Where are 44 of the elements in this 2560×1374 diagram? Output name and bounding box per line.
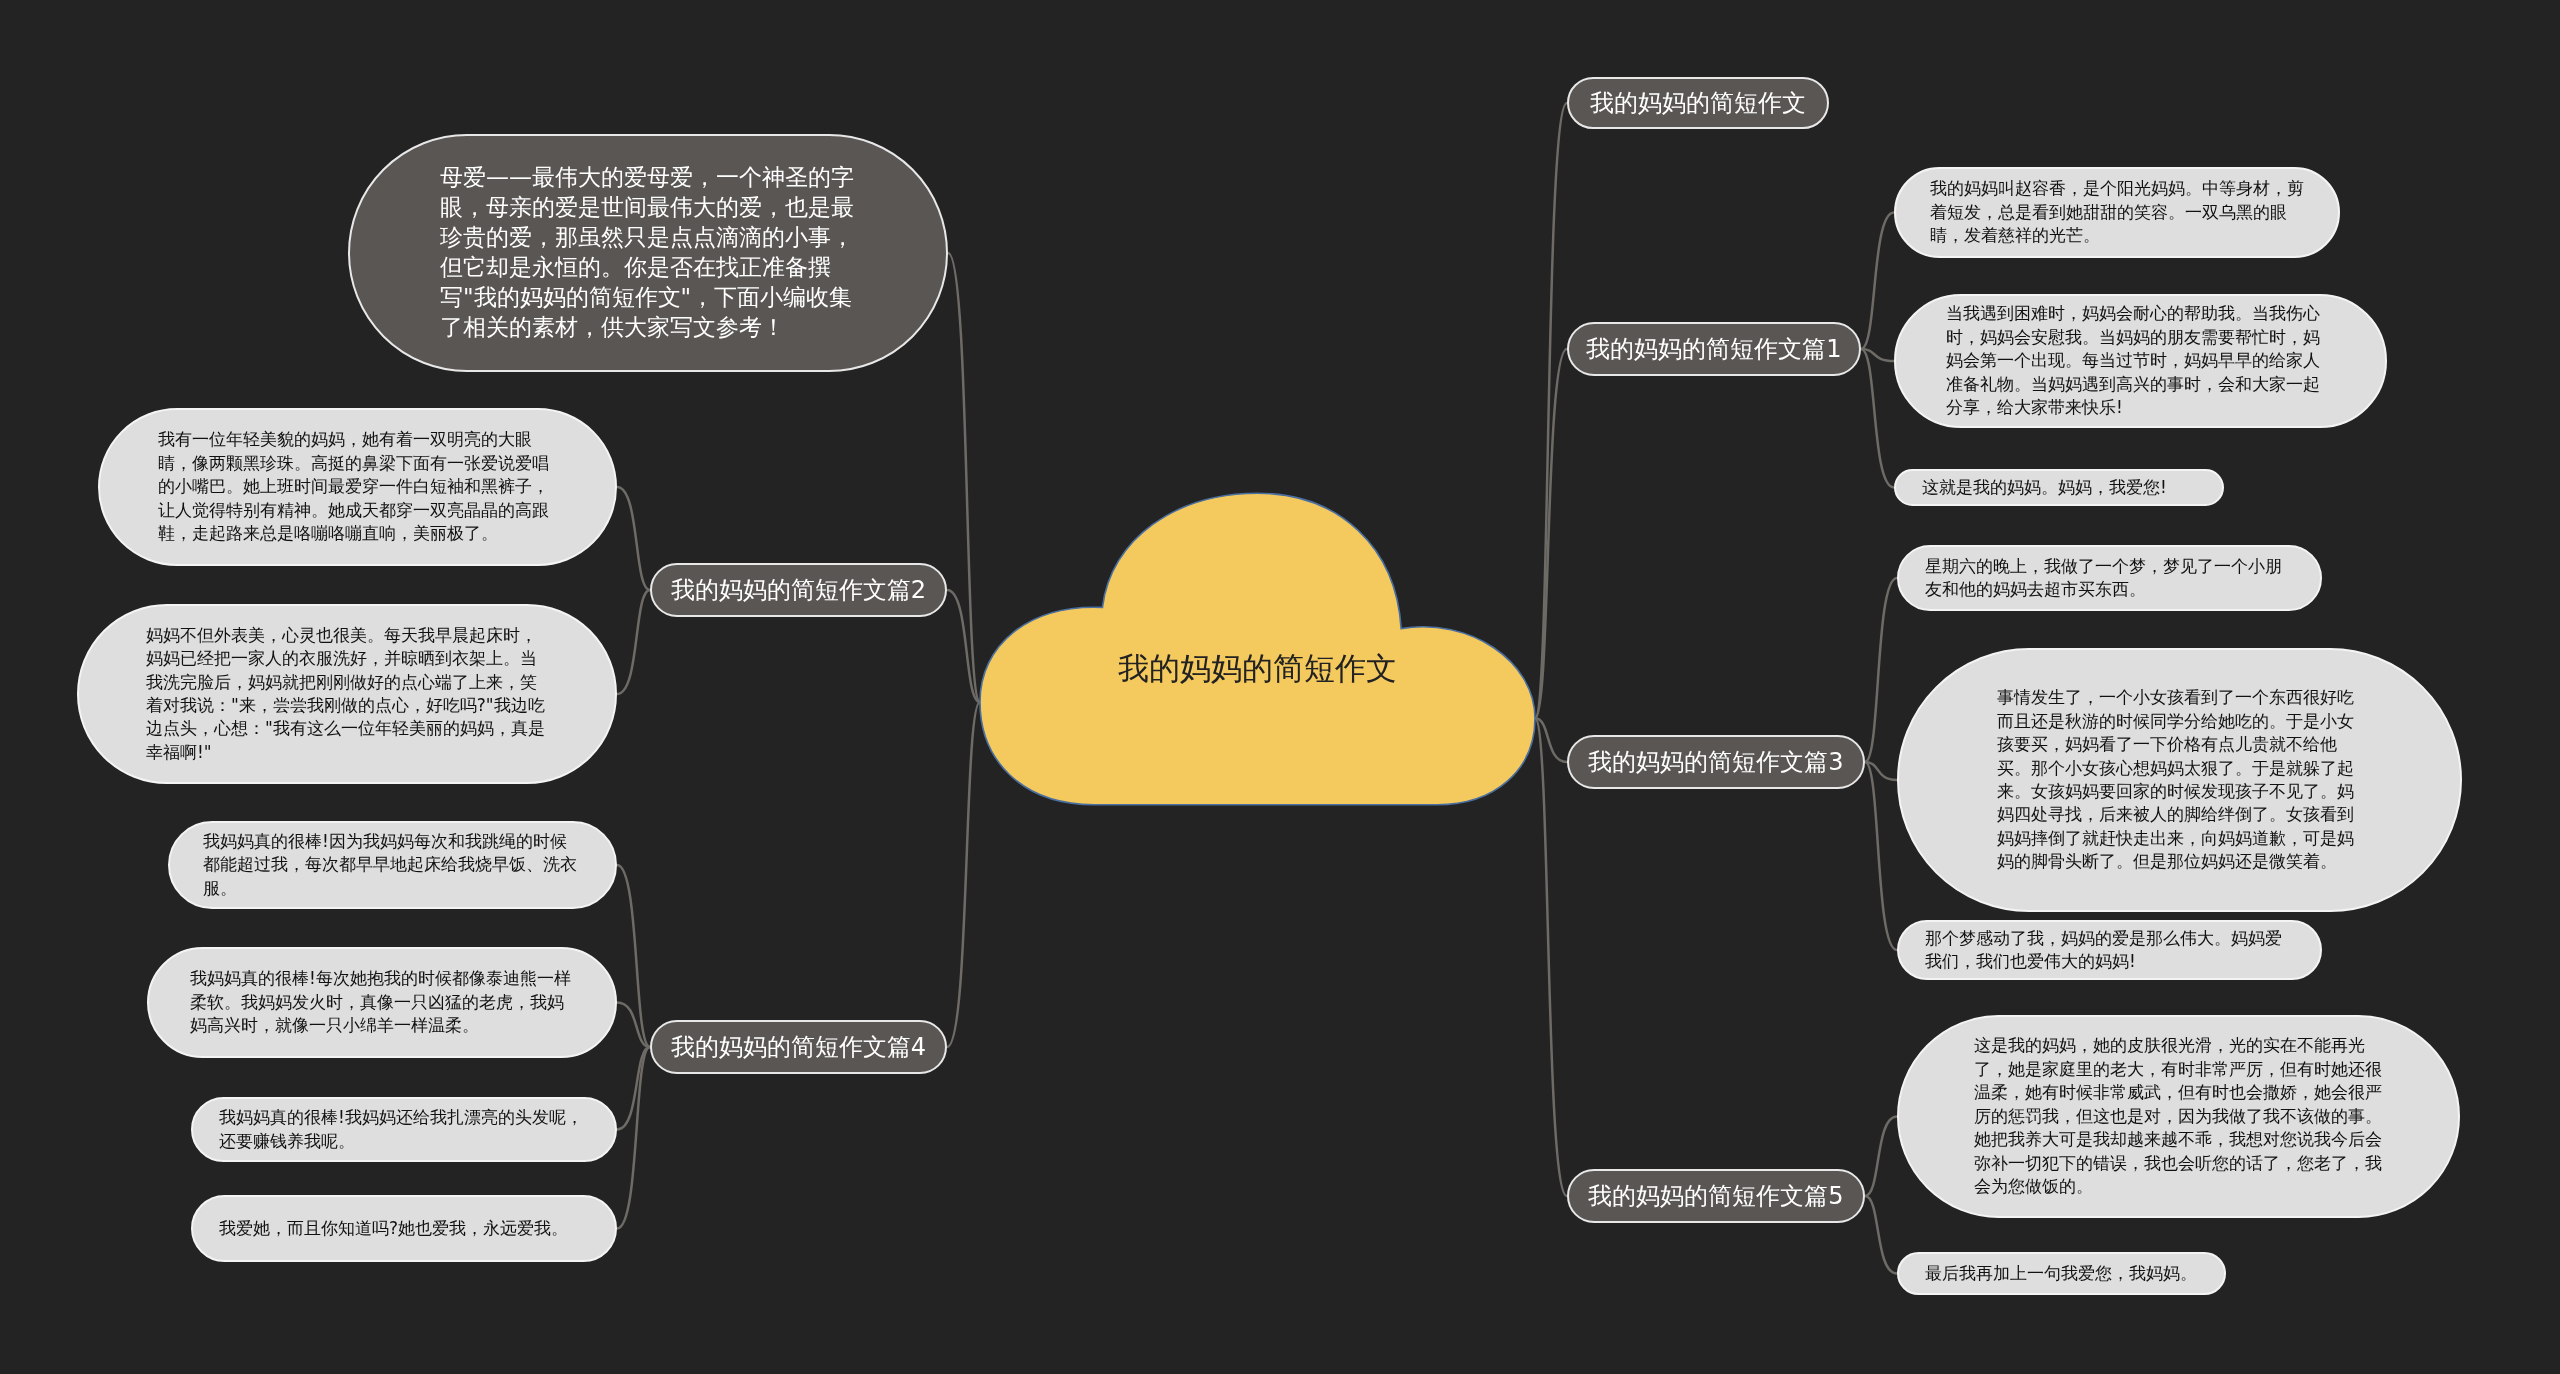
connector-line [616, 1046, 651, 1230]
note-text: 我妈妈真的很棒!每次她抱我的时候都像泰迪熊一样柔软。我妈妈发火时，真像一只凶猛的老虎，我妈妈高兴时，就像一只小绵羊一样温柔。 [190, 967, 572, 1038]
note-bubble [1894, 469, 2224, 506]
note-text: 最后我再加上一句我爱您，我妈妈。 [1925, 1261, 2197, 1285]
connector-line [1860, 211, 1895, 350]
branch-topic [1567, 1169, 1865, 1223]
note-text: 我妈妈真的很棒!因为我妈妈每次和我跳绳的时候都能超过我，每次都早早地起床给我烧早饭、洗衣服。 [203, 829, 578, 900]
connector-line [616, 485, 651, 592]
connector-line [1864, 760, 1898, 782]
note-text: 妈妈不但外表美，心灵也很美。每天我早晨起床时，妈妈已经把一家人的衣服洗好，并晾晒到衣架上。当我洗完脸后，妈妈就把刚刚做好的点心端了上来，笑着对我说："来，尝尝我刚做的点心，好吃吗?"我边吃边点头，心想："我有这么一位年轻美丽的妈妈，真是幸福啊!" [146, 623, 546, 764]
note-bubble [1897, 920, 2322, 980]
topic-label: 我的妈妈的简短作文 [1590, 88, 1806, 119]
connector-line [1860, 348, 1895, 489]
note-text: 这就是我的妈妈。妈妈，我爱您! [1922, 475, 2167, 499]
note-text: 那个梦感动了我，妈妈的爱是那么伟大。妈妈爱我们，我们也爱伟大的妈妈! [1925, 926, 2283, 973]
connector-line [1534, 717, 1568, 764]
topic-label: 我的妈妈的简短作文篇3 [1588, 747, 1844, 778]
branch-topic [650, 1020, 947, 1074]
note-text: 当我遇到困难时，妈妈会耐心的帮助我。当我伤心时，妈妈会安慰我。当妈妈的朋友需要帮忙时，妈妈会第一个出现。每当过节时，妈妈早早的给家人准备礼物。当妈妈遇到高兴的事时，会和大家一起分享，给大家带来快乐! [1946, 302, 2321, 420]
branch-topic [1567, 77, 1829, 129]
connector-line [1864, 1194, 1898, 1275]
central-topic-text: 我的妈妈的简短作文 [1118, 649, 1397, 688]
note-text: 这是我的妈妈，她的皮肤很光滑，光的实在不能再光了，她是家庭里的老大，有时非常严厉，但有时她还很温柔，她有时候非常威武，但有时也会撒娇，她会很严厉的惩罚我，但这也是对，因为我做了我不该做的事。她把我养大可是我却越来越不乖，我想对您说我今后会弥补一切犯下的错误，我也会听您的话了，您老了，我会为您做饭的。 [1974, 1034, 2383, 1199]
connector-line [946, 588, 981, 704]
note-text: 我妈妈真的很棒!我妈妈还给我扎漂亮的头发呢，还要赚钱养我呢。 [219, 1106, 584, 1153]
topic-label: 我的妈妈的简短作文篇4 [670, 1032, 927, 1063]
connector-line [616, 588, 651, 696]
intro-text: 母爱——最伟大的爱母爱，一个神圣的字眼，母亲的爱是世间最伟大的爱，也是最珍贵的爱，那虽然只是点点滴滴的小事，但它却是永恒的。你是否在找正准备撰写"我的妈妈的简短作文"，下面小编收集了相关的素材，供大家写文参考！ [440, 163, 855, 342]
topic-label: 我的妈妈的简短作文篇1 [1586, 334, 1842, 365]
note-text: 我爱她，而且你知道吗?她也爱我，永远爱我。 [219, 1216, 569, 1240]
note-bubble [1897, 1252, 2226, 1295]
connector-line [1864, 761, 1898, 951]
note-text: 我的妈妈叫赵容香，是个阳光妈妈。中等身材，剪着短发，总是看到她甜甜的笑容。一双乌黑的眼睛，发着慈祥的光芒。 [1930, 177, 2304, 248]
note-text: 星期六的晚上，我做了一个梦，梦见了一个小朋友和他的妈妈去超市买东西。 [1925, 554, 2283, 601]
connector-line [1864, 577, 1898, 763]
connector-line [1864, 1115, 1898, 1198]
branch-topic [650, 563, 947, 617]
branch-topic [1567, 322, 1861, 376]
topic-label: 我的妈妈的简短作文篇5 [1588, 1181, 1844, 1212]
topic-label: 我的妈妈的简短作文篇2 [670, 575, 927, 606]
connector-line [616, 863, 651, 1048]
note-text: 事情发生了，一个小女孩看到了一个东西很好吃而且还是秋游的时候同学分给她吃的。于是小女孩要买，妈妈看了一下价格有点儿贵就不给他买。那个小女孩心想妈妈太狠了。于是就躲了起来。女孩妈妈要回家的时候发现孩子不见了。妈妈四处寻找，后来被人的脚给绊倒了。女孩看到妈妈摔倒了就赶快走出来，向妈妈道歉，可是妈妈的脚骨头断了。但是那位妈妈还是微笑着。 [1997, 686, 2355, 874]
note-text: 我有一位年轻美貌的妈妈，她有着一双明亮的大眼睛，像两颗黑珍珠。高挺的鼻梁下面有一张爱说爱唱的小嘴巴。她上班时间最爱穿一件白短袖和黑裤子，让人觉得特别有精神。她成天都穿一双亮晶晶的高跟鞋，走起路来总是咯嘣咯嘣直响，美丽极了。 [158, 428, 550, 546]
branch-topic [1567, 735, 1865, 789]
